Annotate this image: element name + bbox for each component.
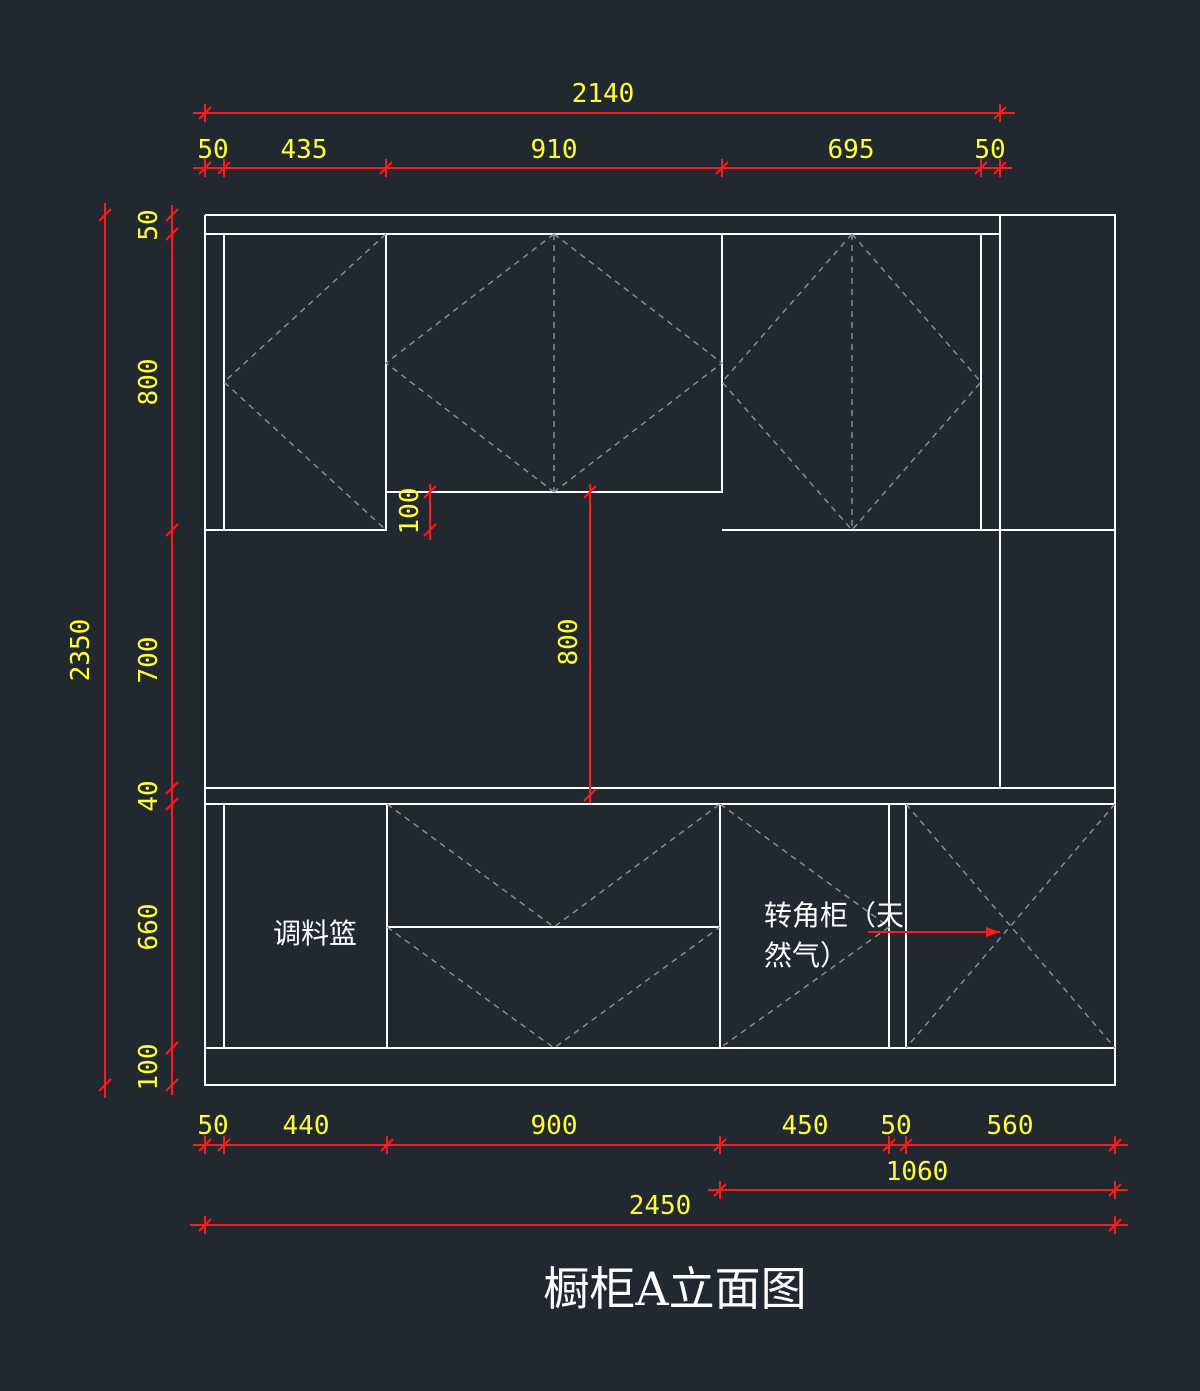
dim-top-seg: 910 [531,135,578,165]
dim-left-seg: 800 [134,359,164,406]
dimension-tick [899,1136,913,1154]
dimension-tick [993,104,1007,122]
dimension-tick [165,207,179,223]
label-corner-cabinet: 转角柜（天 [764,899,904,932]
dim-top-total: 2140 [572,79,635,109]
lower-cabinets [204,787,1116,1086]
brick-wall [999,214,1116,789]
dimension-tick [165,1077,179,1093]
dim-left-seg: 660 [134,904,164,951]
dim-left-seg: 100 [134,1044,164,1091]
dimension-tick [217,1136,231,1154]
dimension-tick [583,484,597,500]
dimension-tick [993,159,1007,177]
dimension-tick [423,484,437,500]
dimension-tick [198,104,212,122]
dimension-tick [713,1181,727,1199]
dim-top-seg: 50 [197,135,228,165]
dimension-tick [380,1136,394,1154]
dimension-tick [583,787,597,803]
dim-left-seg: 50 [134,209,164,240]
dim-bottom-seg: 900 [531,1111,578,1141]
dimension-tick [423,522,437,538]
dimension-tick [98,207,112,223]
dim-top-seg: 695 [828,135,875,165]
dimension-tick [713,1136,727,1154]
dimension-tick [1108,1181,1122,1199]
dim-bottom-corner: 1060 [886,1157,949,1187]
dimension-lines [104,112,1128,1226]
dimension-ticks [98,104,1122,1234]
dim-bottom-seg: 560 [987,1111,1034,1141]
upper-cabinets [204,214,1001,788]
dim-bottom-seg: 450 [782,1111,829,1141]
dimension-tick [974,159,988,177]
dimension-tick [165,226,179,242]
dimension-tick [379,159,393,177]
dim-top-seg: 435 [281,135,328,165]
dimension-tick [217,159,231,177]
dim-left-total: 2350 [66,619,96,682]
drawing-title: 橱柜A立面图 [543,1262,806,1316]
dimension-tick [1108,1216,1122,1234]
label-corner-cabinet-2: 然气） [764,939,848,972]
dimension-tick [198,159,212,177]
dimension-tick [98,1077,112,1093]
label-seasoning-basket: 调料篮 [273,917,357,950]
dim-left-seg: 40 [134,780,164,811]
dimension-tick [165,796,179,812]
dimension-tick [165,1040,179,1056]
dim-inner-gap: 100 [395,488,425,535]
dim-inner-height: 800 [554,619,584,666]
dim-bottom-total: 2450 [629,1191,692,1221]
dimension-tick [198,1136,212,1154]
dim-bottom-seg: 50 [880,1111,911,1141]
dimension-tick [198,1216,212,1234]
dim-bottom-seg: 440 [283,1111,330,1141]
dimension-tick [1108,1136,1122,1154]
dim-top-seg: 50 [974,135,1005,165]
arrow-head-icon [986,927,1000,937]
dimension-tick [715,159,729,177]
dim-left-seg: 700 [134,637,164,684]
dimension-tick [165,522,179,538]
dim-bottom-seg: 50 [197,1111,228,1141]
dimension-tick [882,1136,896,1154]
dimension-tick [165,780,179,796]
